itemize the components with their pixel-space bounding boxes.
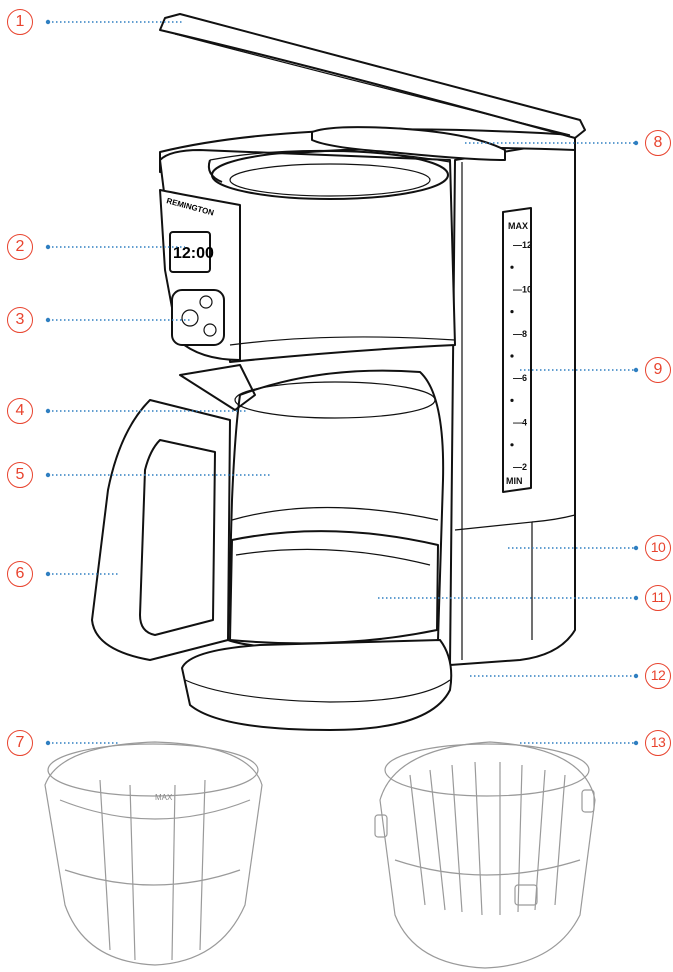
callout-6: 6 (7, 561, 33, 587)
callout-2: 2 (7, 234, 33, 260)
gauge-min-label: MIN (506, 476, 523, 486)
gauge-dot (510, 398, 514, 402)
gauge-dot (510, 354, 514, 358)
base (181, 639, 453, 731)
callout-11: 11 (645, 585, 671, 611)
gauge-ticks: —12 —10 —8 —6 —4 —2 (510, 240, 532, 472)
callout-13: 13 (645, 730, 671, 756)
callout-1: 1 (7, 9, 33, 35)
water-level-window: MAX —12 —10 —8 —6 —4 —2 MIN (502, 207, 532, 493)
callout-5: 5 (7, 462, 33, 488)
callout-12: 12 (645, 663, 671, 689)
clock-display: 12:00 (173, 245, 214, 262)
carafe (227, 369, 445, 651)
gauge-dot (510, 443, 514, 447)
carafe-handle (91, 399, 231, 661)
filter-handle (311, 126, 506, 161)
gauge-tick-label: —4 (513, 418, 527, 428)
callout-3: 3 (7, 307, 33, 333)
gauge-max-label: MAX (508, 221, 528, 231)
filter-max-label: MAX (155, 793, 173, 802)
gauge-tick-label: —2 (513, 462, 527, 472)
lid (159, 13, 586, 139)
gauge-dot (510, 310, 514, 314)
gauge-tick-label: —8 (513, 329, 527, 339)
leader-lines (45, 19, 639, 746)
callout-7: 7 (7, 730, 33, 756)
drip-nozzle (179, 364, 256, 411)
callout-9: 9 (645, 357, 671, 383)
permanent-filter: MAX (44, 741, 263, 966)
gauge-tick-label: —10 (513, 284, 532, 294)
gauge-dot (510, 265, 514, 269)
callout-4: 4 (7, 398, 33, 424)
callout-8: 8 (645, 130, 671, 156)
filter-holder (374, 741, 596, 969)
gauge-tick-label: —6 (513, 373, 527, 383)
gauge-tick-label: —12 (513, 240, 532, 250)
callout-10: 10 (645, 535, 671, 561)
